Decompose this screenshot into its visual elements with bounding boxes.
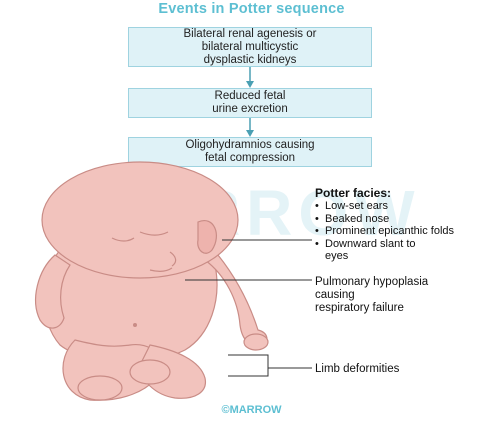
flow-box-reduced-urine: Reduced fetal urine excretion <box>128 88 372 118</box>
facies-item: Downward slant to eyes <box>315 238 420 263</box>
copyright-footer: ©MARROW <box>221 404 282 416</box>
potter-facies-heading: Potter facies: <box>315 186 392 200</box>
pulmonary-hypoplasia-label: Pulmonary hypoplasia causing respiratory… <box>315 276 428 315</box>
diagram-title: Events in Potter sequence <box>158 1 345 17</box>
flow-box-line: fetal compression <box>204 152 296 164</box>
flow-arrow-1 <box>246 67 254 88</box>
limb-deformities-label: Limb deformities <box>315 363 400 375</box>
flow-box-line: Bilateral renal agenesis or <box>183 27 317 40</box>
facies-item: Low-set ears <box>315 200 503 213</box>
flow-box-line: Reduced fetal <box>214 90 286 102</box>
flow-box-line: bilateral multicystic <box>201 40 299 53</box>
flow-box-line: dysplastic kidneys <box>203 53 297 66</box>
pulmonary-line: respiratory failure <box>315 302 404 314</box>
flow-box-oligohydramnios: Oligohydramnios causing fetal compressio… <box>128 137 372 167</box>
leader-lines <box>185 239 312 377</box>
flow-box-line: Oligohydramnios causing <box>185 139 315 151</box>
flow-box-line: urine excretion <box>212 103 288 115</box>
flow-box-renal-agenesis: Bilateral renal agenesis or bilateral mu… <box>128 27 372 67</box>
potter-facies-list: Low-set ears Beaked nose Prominent epica… <box>315 200 503 263</box>
facies-item: Beaked nose <box>315 213 503 226</box>
flow-arrow-2 <box>246 118 254 137</box>
pulmonary-line: Pulmonary hypoplasia <box>315 276 429 288</box>
facies-item: Prominent epicanthic folds <box>315 225 503 238</box>
pulmonary-line: causing <box>315 289 355 301</box>
fetus-illustration <box>35 161 269 401</box>
